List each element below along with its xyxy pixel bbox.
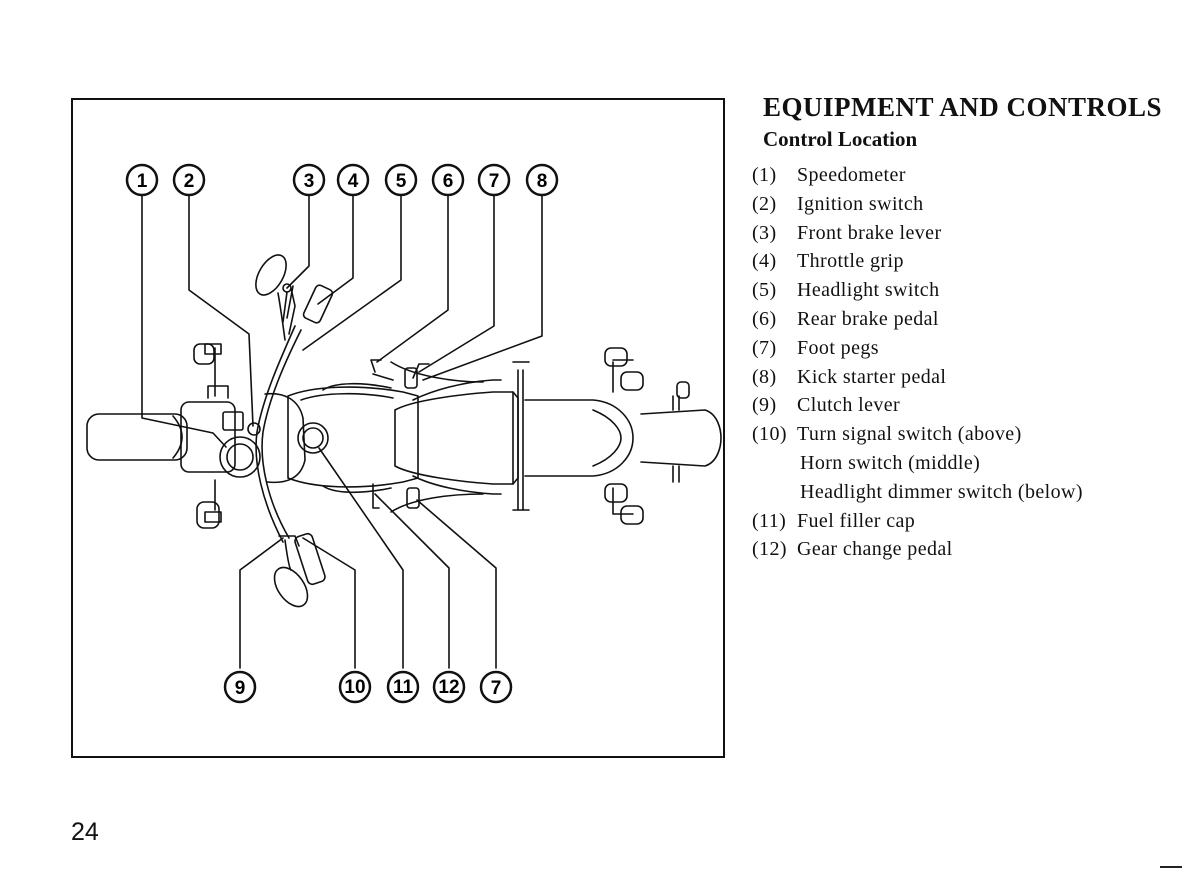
page-number: 24 xyxy=(71,818,99,846)
legend-item: (11)Fuel filler cap xyxy=(752,509,916,532)
page-heading: EQUIPMENT AND CONTROLS xyxy=(763,92,1163,122)
svg-text:8: 8 xyxy=(537,171,548,192)
foot-pegs xyxy=(404,367,420,509)
throttle-grip xyxy=(282,283,334,335)
front-turn-signals xyxy=(193,343,222,529)
handlebar xyxy=(255,285,302,543)
callout-top-2: 2 xyxy=(172,163,206,197)
svg-text:5: 5 xyxy=(396,171,407,192)
callout-leaders xyxy=(141,193,543,669)
rear-fender xyxy=(524,399,634,477)
ignition-switch xyxy=(247,422,261,436)
fuel-tank xyxy=(287,386,419,488)
left-mirror xyxy=(255,254,287,341)
callout-top-6: 6 xyxy=(431,163,465,197)
seat xyxy=(394,361,530,511)
gear-change-pedal xyxy=(372,483,380,509)
svg-text:10: 10 xyxy=(344,677,365,698)
edge-mark xyxy=(1160,866,1182,868)
speedometer xyxy=(219,436,261,478)
legend-item: (8)Kick starter pedal xyxy=(752,365,947,388)
svg-text:12: 12 xyxy=(438,677,459,698)
rear-brake-pedal xyxy=(370,359,394,381)
svg-text:1: 1 xyxy=(137,171,148,192)
rear-tire xyxy=(640,381,722,483)
callout-top-1: 1 xyxy=(125,163,159,197)
triple-clamp xyxy=(264,392,306,484)
callout-bottom-10: 10 xyxy=(338,670,372,704)
motorcycle-top-view-diagram: 1 2 3 4 5 6 7 8 xyxy=(86,163,722,704)
legend-item: (10)Turn signal switch (above) xyxy=(752,423,1022,446)
callout-top-5: 5 xyxy=(384,163,418,197)
legend-subitem: Horn switch (middle) xyxy=(800,451,981,474)
svg-text:7: 7 xyxy=(489,171,500,192)
callout-bottom-7: 7 xyxy=(479,670,513,704)
legend-item: (3)Front brake lever xyxy=(752,221,942,244)
callout-top-3: 3 xyxy=(292,163,326,197)
control-legend: (1)Speedometer (2)Ignition switch (3)Fro… xyxy=(752,161,1083,564)
clutch-lever xyxy=(278,532,326,586)
front-tire xyxy=(86,413,188,461)
callout-bottom-11: 11 xyxy=(386,670,420,704)
legend-subitem: Headlight dimmer switch (below) xyxy=(800,480,1083,503)
right-mirror xyxy=(273,539,309,608)
callout-bottom-12: 12 xyxy=(432,670,466,704)
rear-turn-signals xyxy=(604,347,644,525)
fuel-filler-cap xyxy=(297,422,329,454)
legend-item: (1)Speedometer xyxy=(752,164,906,186)
kick-starter-pedal xyxy=(412,363,430,379)
svg-text:2: 2 xyxy=(184,171,195,192)
svg-text:6: 6 xyxy=(443,171,454,192)
legend-item: (9)Clutch lever xyxy=(752,394,901,417)
legend-item: (7)Foot pegs xyxy=(752,336,879,359)
callout-top-8: 8 xyxy=(525,163,559,197)
diagram-frame: 1 2 3 4 5 6 7 8 xyxy=(71,98,725,758)
legend-item: (2)Ignition switch xyxy=(752,192,924,215)
legend-item: (4)Throttle grip xyxy=(752,250,904,273)
svg-text:9: 9 xyxy=(235,678,246,699)
legend-item: (5)Headlight switch xyxy=(752,279,940,302)
svg-text:4: 4 xyxy=(348,171,359,192)
svg-text:7: 7 xyxy=(491,678,502,699)
section-subheading: Control Location xyxy=(763,127,918,151)
callout-top-7: 7 xyxy=(477,163,511,197)
legend-item: (6)Rear brake pedal xyxy=(752,307,939,330)
svg-text:11: 11 xyxy=(393,677,414,698)
legend-item: (12)Gear change pedal xyxy=(752,538,953,561)
svg-text:3: 3 xyxy=(304,171,315,192)
frame xyxy=(322,361,502,513)
callout-top-4: 4 xyxy=(336,163,370,197)
callout-bottom-9: 9 xyxy=(223,670,257,704)
